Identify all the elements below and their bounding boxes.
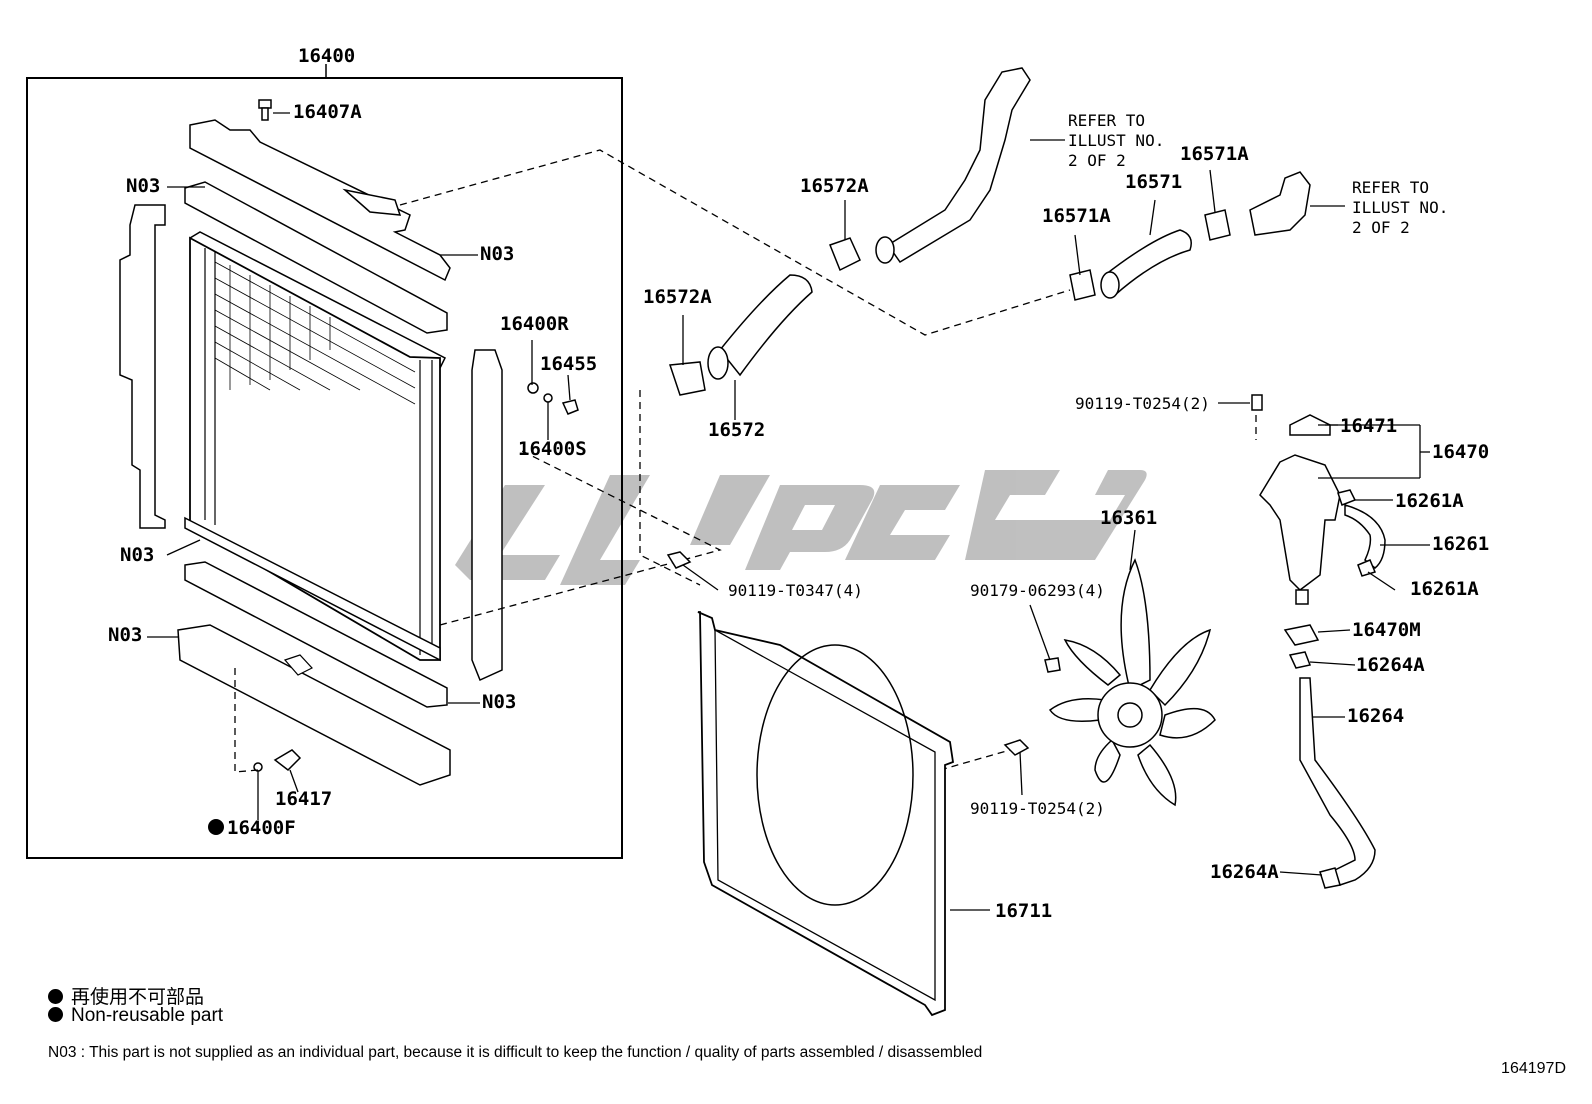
label-16572A: 16572A [800,175,869,197]
hose-16264 [1299,677,1376,886]
grommet-16400R [527,382,539,394]
leader-lines [147,112,1430,911]
label-16571: 16571 [1125,171,1182,193]
label-16407A: 16407A [293,101,362,123]
refer-note-line: 2 OF 2 [1352,218,1410,237]
upper-tank-gasket [184,181,448,334]
label-16264: 16264 [1347,705,1404,727]
label-16711: 16711 [995,900,1052,922]
label-90119-T0254: 90119-T0254(2) [970,799,1105,818]
label-16261A: 16261A [1395,490,1464,512]
hose-16571 [1104,229,1192,297]
fan-16361 [1048,558,1216,807]
fan-shroud-inner-frame [714,628,936,1002]
footnote-n03: N03 : This part is not supplied as an in… [48,1044,983,1061]
fan-nut [1044,657,1061,673]
refer-note-line: ILLUST NO. [1352,198,1448,217]
clamp-16572A-upper [829,237,861,272]
dashed-connection-lines [234,149,1257,773]
label-16571A: 16571A [1180,143,1249,165]
label-16264A: 16264A [1356,654,1425,676]
lower-tank [177,624,451,786]
label-90179-06293: 90179-06293(4) [970,581,1105,600]
label-n03: N03 [126,175,160,197]
label-n03: N03 [482,691,516,713]
hose-16572 [719,274,813,377]
water-inlet-housing [1249,171,1311,236]
clamp-16261A-top [1337,489,1357,506]
label-16261: 16261 [1432,533,1489,555]
figure-id: 164197D [1501,1060,1566,1077]
cap-16407A [258,99,272,121]
outlet-pipe-end [875,236,895,264]
cap-16470M [1283,624,1320,646]
lower-tank-gasket [184,561,448,708]
left-side-support [119,204,166,529]
label-16470M: 16470M [1352,619,1421,641]
right-side-support [471,349,503,682]
label-16572A: 16572A [643,286,712,308]
legend-dot [48,989,63,1004]
refer-note-line: REFER TO [1352,178,1429,197]
label-16417: 16417 [275,788,332,810]
hose-16572-end [707,346,729,380]
bolt-16455 [561,399,579,415]
label-16571A: 16571A [1042,205,1111,227]
label-n03: N03 [120,544,154,566]
label-16470: 16470 [1432,441,1489,463]
watermark-logo [455,470,1147,585]
label-16400S: 16400S [518,438,587,460]
refer-note-line: 2 OF 2 [1068,151,1126,170]
legend-non-reusable-jp: 再使用不可部品 [48,982,204,1009]
label-16471: 16471 [1340,415,1397,437]
tank-bolt [1251,394,1263,411]
label-90119-T0254: 90119-T0254(2) [1075,394,1210,413]
clamp-16264A-top [1288,651,1312,669]
clamp-16261A-bottom [1357,559,1377,577]
label-16261A: 16261A [1410,578,1479,600]
legend-non-reusable-en: Non-reusable part [48,1005,223,1027]
hose-16261 [1344,504,1386,569]
legend-dot [48,1007,63,1022]
drain-cock-16417 [273,749,302,771]
label-16455: 16455 [540,353,597,375]
core-fins [214,261,416,405]
radiator-bolt [666,551,692,569]
label-16400R: 16400R [500,313,569,335]
lower-outlet-pipe [283,654,313,676]
upper-inlet-pipe [342,188,402,216]
hose-16571-end [1100,271,1120,299]
clamp-16571A-left [1069,269,1096,301]
core-top-header [189,231,447,369]
core-bottom-header [184,516,441,662]
shroud-bolt [1003,739,1030,756]
refer-note-line: REFER TO [1068,111,1145,130]
label-90119-T0347: 90119-T0347(4) [728,581,863,600]
reservoir-16470 [1259,414,1341,605]
label-16264A: 16264A [1210,861,1279,883]
label-n03: N03 [108,624,142,646]
refer-note-line: ILLUST NO. [1068,131,1164,150]
washer-16400S [543,393,553,403]
label-16361: 16361 [1100,507,1157,529]
upper-tank [189,119,451,282]
radiator-assembly-box [26,77,623,859]
label-n03: N03 [480,243,514,265]
water-outlet-pipe [886,67,1031,264]
fan-shroud-ring [756,644,914,906]
clamp-16571A-right [1204,209,1231,241]
label-16572: 16572 [708,419,765,441]
clamp-16572A-lower [668,361,706,396]
label-16400F: 16400F [227,817,296,839]
fan-shroud-16711 [697,611,954,1017]
label-16400: 16400 [298,45,355,67]
clamp-16264A-bottom [1319,867,1341,889]
non-reusable-mark [208,819,224,835]
core-frame-lines [204,248,433,655]
